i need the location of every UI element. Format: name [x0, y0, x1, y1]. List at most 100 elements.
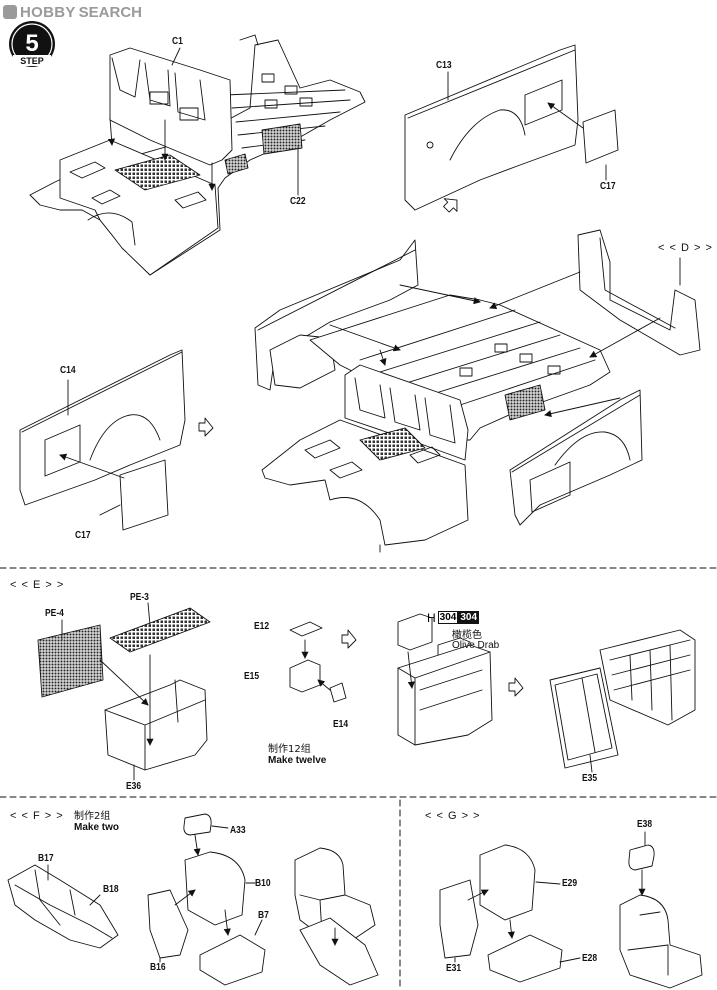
headrest-e38	[628, 844, 655, 871]
part-label-c1: C1	[172, 36, 183, 47]
center-floor-grille	[504, 384, 546, 421]
part-label-b18: B18	[103, 884, 119, 895]
callout-d: < < D > >	[658, 242, 713, 254]
make-twelve-cn: 制作12组	[268, 744, 311, 755]
step-label: STEP	[20, 56, 44, 66]
floor-tub	[59, 139, 219, 276]
hobby-search-watermark: HOBBY SEARCH	[3, 3, 142, 21]
c13-wheel-arch	[449, 109, 526, 161]
pe-3-mesh	[109, 607, 211, 653]
arrow-e29-e28	[507, 919, 515, 939]
storage-rack	[397, 644, 493, 746]
bulkhead-c1	[109, 47, 233, 166]
section-f-drawing	[7, 813, 379, 986]
tailgate-inner	[599, 237, 676, 329]
leader-b18	[89, 894, 101, 906]
section-f-title: < < F > >	[10, 810, 64, 822]
arrow-c1-left	[107, 117, 116, 146]
logo-mark-icon	[3, 5, 17, 19]
arrow-d-to-floor-2	[589, 317, 661, 358]
floor-front-tab	[239, 34, 259, 46]
e35-panel-frames	[554, 673, 613, 761]
c13-recess	[524, 79, 563, 126]
arrow-left-wall-3	[379, 349, 387, 366]
right-wall-panel	[509, 389, 643, 526]
section-g-title: < < G > >	[425, 810, 481, 822]
seat-panel-b16	[147, 889, 189, 959]
ammo-box	[397, 613, 433, 651]
floor-tiedown-3	[299, 97, 313, 107]
arrow-b16-b10	[174, 889, 196, 906]
part-label-c17-top: C17	[600, 181, 616, 192]
seat-back-e29	[479, 844, 536, 921]
c14-outline	[19, 349, 186, 506]
arrow-c17-top	[547, 102, 584, 129]
seat-cushion-b7	[199, 934, 266, 986]
c13-outline	[404, 44, 579, 211]
rear-body-assembly-top	[29, 34, 366, 276]
left-wall-panel	[254, 239, 419, 391]
center-tiedown-2	[519, 353, 533, 363]
leader-pe3	[147, 602, 151, 626]
part-label-b7: B7	[258, 910, 269, 921]
paint-code-2: 304	[458, 611, 480, 624]
make-twelve-en: Make twelve	[268, 755, 327, 766]
paint-prefix: H	[427, 610, 436, 625]
part-label-c22: C22	[290, 196, 306, 207]
part-label-a33: A33	[230, 825, 246, 836]
leader-b7	[254, 919, 263, 936]
assembled-seat-g-lines	[627, 911, 669, 976]
side-panel-c14	[19, 349, 214, 531]
paint-code-1: 304	[437, 611, 459, 624]
make-two-cn: 制作2组	[74, 811, 111, 822]
arrow-e14-e15	[317, 679, 331, 691]
c17-plate-left	[119, 459, 169, 531]
leader-c17-left	[99, 504, 121, 516]
arrow-e31-e29	[467, 889, 489, 901]
tub-seat-pads	[69, 161, 207, 209]
center-bulkhead	[344, 364, 469, 461]
arrow-b10-b7	[223, 909, 231, 936]
part-label-c14: C14	[60, 365, 76, 376]
section-e-title: < < E > >	[10, 579, 65, 591]
center-tiedown-1	[494, 343, 508, 353]
arrow-ammo-rack	[407, 651, 415, 689]
assembled-seat-frame	[299, 917, 379, 986]
bulkhead-vent-1	[149, 91, 169, 105]
c14-top-rail	[21, 351, 183, 433]
tailgate-frame-d	[577, 229, 701, 356]
left-wall-rail	[257, 249, 416, 331]
part-label-e35: E35	[582, 773, 598, 784]
step-label-bg	[13, 55, 51, 66]
flow-arrow-3	[341, 629, 357, 649]
finished-rack-grid	[609, 639, 691, 721]
wheel-arch-top	[87, 212, 136, 246]
e36-edges	[104, 679, 206, 771]
bulkhead-c1-panels	[111, 57, 206, 121]
part-label-b16: B16	[150, 962, 166, 973]
bulkhead-vent-2	[179, 107, 199, 121]
section-g-drawing	[439, 831, 703, 989]
seat-back-b10	[184, 851, 246, 926]
floor-grille-small	[224, 153, 249, 175]
leader-a33	[211, 825, 229, 829]
flow-arrow-4	[508, 677, 524, 697]
arrow-pe4-e36	[99, 659, 149, 706]
center-tiedown-4	[547, 365, 561, 375]
seat-frame-members	[14, 869, 113, 939]
arrow-left-wall	[399, 284, 481, 305]
part-label-e14: E14	[333, 719, 349, 730]
center-bulkhead-panels	[354, 377, 456, 444]
seat-panel-e31	[439, 879, 479, 959]
c14-wheel-arch	[89, 414, 161, 461]
paint-code: H 304 304	[427, 610, 480, 625]
e12-lid	[289, 621, 323, 637]
floor-tiedown-1	[261, 73, 275, 83]
part-label-b10: B10	[255, 878, 271, 889]
center-tub-grille	[359, 427, 426, 461]
c13-hole	[426, 141, 434, 149]
headrest-a33	[183, 813, 212, 836]
step-badge: 5 STEP	[9, 21, 55, 67]
center-tub-pads	[304, 439, 441, 479]
